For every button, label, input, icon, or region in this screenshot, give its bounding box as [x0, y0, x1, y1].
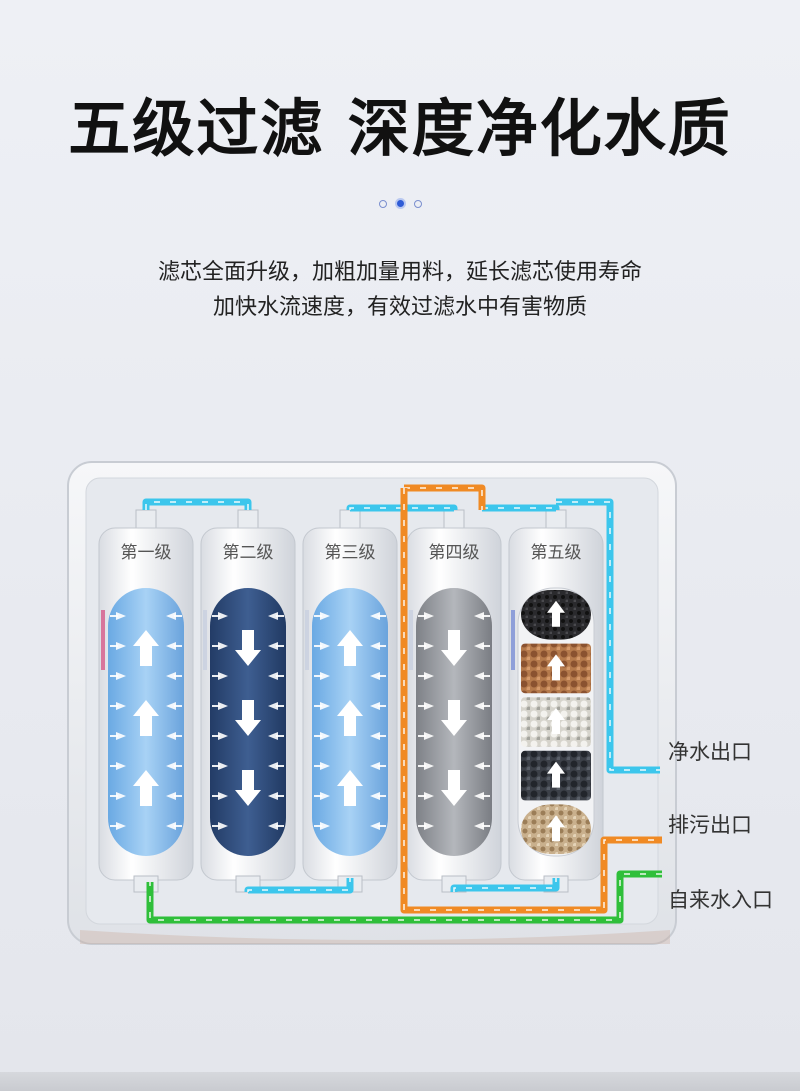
headline: 五级过滤 深度净化水质	[68, 92, 732, 165]
filter-cartridge-5: 第五级	[508, 509, 604, 893]
filter-device-illustration: 第一级 第二级 第三级 第四级 第五级	[67, 461, 677, 945]
carousel-dot-active[interactable]	[394, 198, 406, 209]
filter-cartridge-3: 第三级	[302, 509, 398, 893]
waste-water-outlet-label: 排污出口	[668, 813, 752, 837]
waste-water-outlet-pipe	[400, 488, 662, 914]
carousel-dots[interactable]	[0, 198, 800, 209]
filter-cartridge-2: 第二级	[200, 509, 296, 893]
clean-pipe-4-5	[482, 504, 560, 512]
clean-water-outlet-pipe	[556, 498, 660, 774]
filter-stage-label: 第五级	[531, 543, 582, 563]
subtitle-line-1: 滤芯全面升级，加粗加量用料，延长滤芯使用寿命	[157, 260, 642, 285]
subtitle-line-2: 加快水流速度，有效过滤水中有害物质	[212, 295, 587, 320]
carousel-dot[interactable]	[413, 199, 422, 208]
filter-stage-label: 第三级	[325, 543, 376, 563]
tap-water-inlet-pipe	[146, 870, 662, 924]
tap-water-inlet-label: 自来水入口	[668, 888, 773, 912]
filter-stage-label: 第一级	[121, 543, 172, 563]
waste-pipe-top	[404, 484, 486, 510]
filter-stage-label: 第二级	[223, 543, 274, 563]
filter-stage-label: 第四级	[429, 543, 480, 563]
filter-cartridge-4: 第四级	[406, 509, 502, 893]
bottom-strip	[0, 1072, 800, 1091]
filter-cartridge-1: 第一级	[98, 509, 194, 893]
carousel-dot[interactable]	[378, 199, 387, 208]
clean-water-outlet-label: 净水出口	[668, 740, 752, 764]
